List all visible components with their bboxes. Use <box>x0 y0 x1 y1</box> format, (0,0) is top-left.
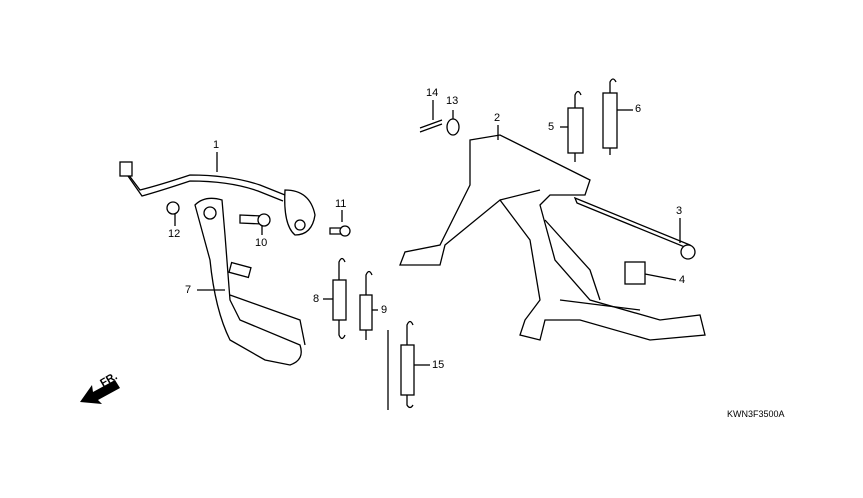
washer-part <box>446 118 460 136</box>
callout-10: 10 <box>255 237 268 249</box>
shaft-part <box>573 196 694 252</box>
callout-2: 2 <box>494 112 501 124</box>
spring-parts <box>332 78 618 409</box>
front-arrow-icon <box>80 380 120 404</box>
rubber-part <box>624 261 646 285</box>
cable-part <box>119 161 316 236</box>
cotter-pin-part <box>419 119 443 133</box>
callout-9: 9 <box>381 304 388 316</box>
callout-11: 11 <box>335 198 347 210</box>
callout-13: 13 <box>446 95 459 107</box>
callout-8: 8 <box>313 293 320 305</box>
callout-12: 12 <box>168 228 181 240</box>
pedal-arm-part <box>194 197 306 366</box>
callout-7: 7 <box>185 284 192 296</box>
callout-4: 4 <box>679 274 686 286</box>
callout-14: 14 <box>426 87 439 99</box>
callout-6: 6 <box>635 103 642 115</box>
drawing-code: KWN3F3500A <box>727 409 785 419</box>
callout-5: 5 <box>548 121 555 133</box>
callout-15: 15 <box>432 359 445 371</box>
leader-lines <box>174 100 681 366</box>
callout-1: 1 <box>213 139 220 151</box>
nut-part <box>166 201 180 215</box>
callout-3: 3 <box>676 205 683 217</box>
main-stand-part <box>399 134 706 341</box>
